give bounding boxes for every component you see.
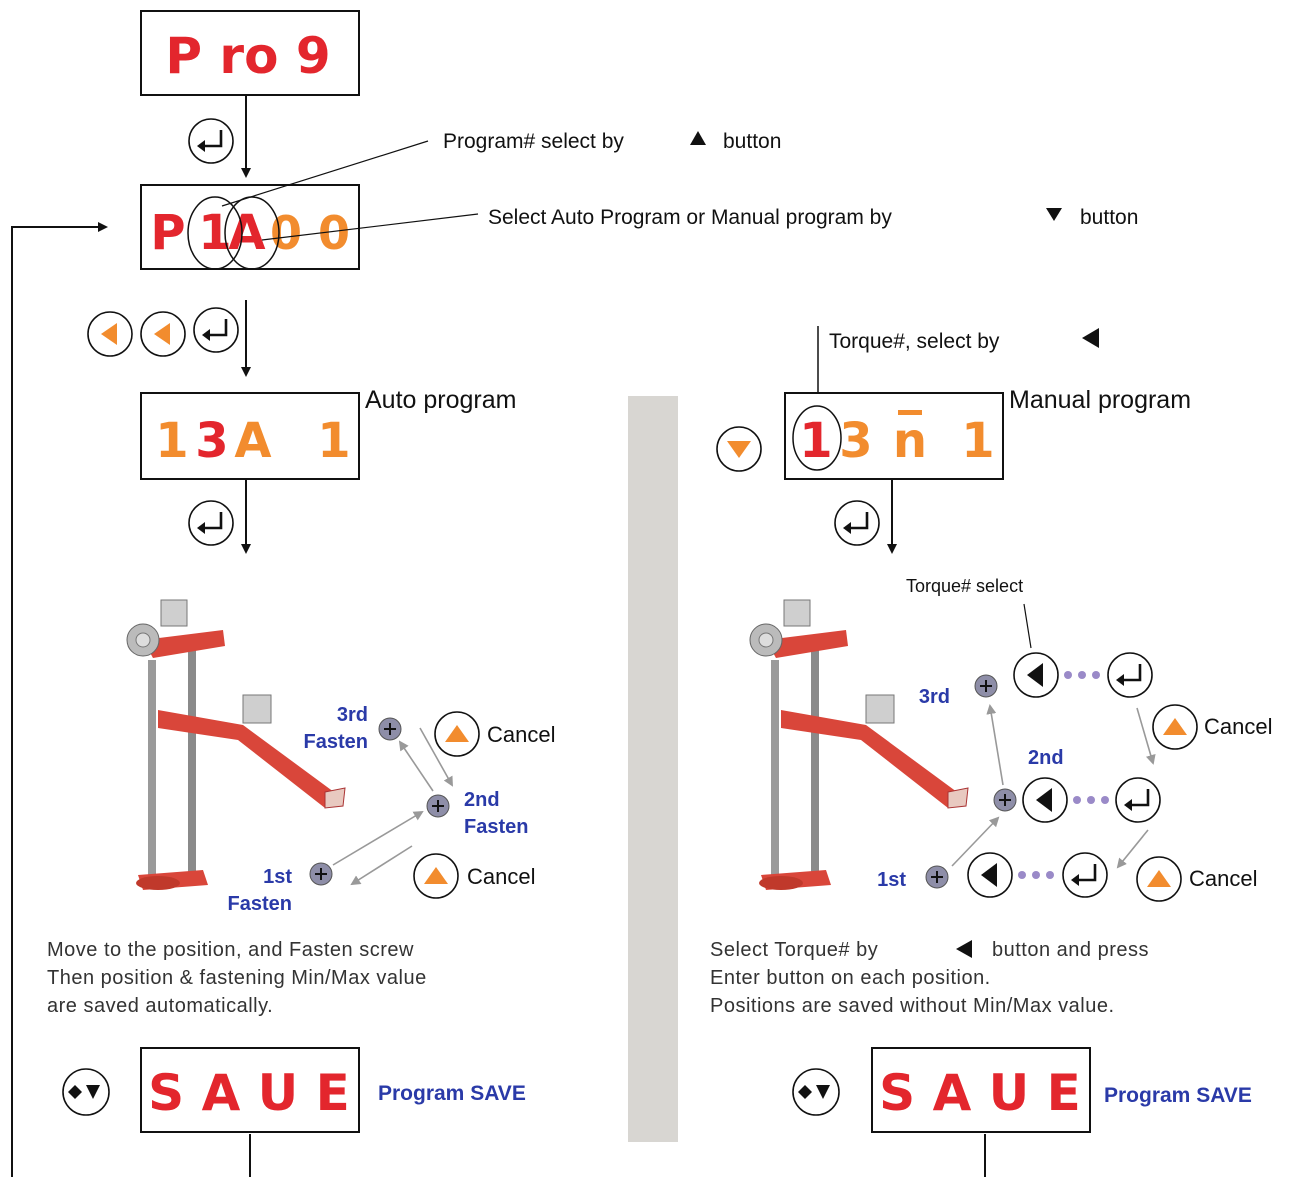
enter-icon[interactable] — [192, 306, 240, 354]
left-arrow-icon[interactable] — [967, 852, 1013, 898]
plus-icon — [925, 865, 949, 889]
display-program-number: 1 — [198, 205, 231, 261]
svg-text:1: 1 — [961, 413, 994, 469]
svg-text:button: button — [1080, 206, 1138, 229]
enter-icon[interactable] — [1106, 651, 1154, 699]
up-arrow-icon[interactable] — [434, 711, 480, 757]
cancel-label: Cancel — [1204, 714, 1272, 739]
cancel-label: Cancel — [467, 864, 535, 889]
svg-text:Move to the position, and Fast: Move to the position, and Fasten screw T… — [47, 939, 433, 1017]
svg-text:1: 1 — [155, 413, 188, 469]
svg-text:Fasten: Fasten — [228, 893, 292, 915]
left-arrow-icon[interactable] — [1022, 777, 1068, 823]
up-arrow-icon[interactable] — [413, 853, 459, 899]
svg-text:2nd: 2nd — [464, 789, 500, 811]
auto-program-label: Auto program — [365, 386, 516, 414]
torque-select-by-label: Torque#, select by — [829, 330, 1000, 353]
program-select-label: Program# select by — [443, 130, 624, 153]
svg-text:3: 3 — [195, 413, 228, 469]
up-arrow-icon[interactable] — [1136, 856, 1182, 902]
cancel-label: Cancel — [487, 722, 555, 747]
mode-select-label: Select Auto Program or Manual program by — [488, 206, 892, 229]
enter-icon[interactable] — [1061, 851, 1109, 899]
plus-icon — [993, 788, 1017, 812]
up-down-icon[interactable] — [62, 1068, 110, 1116]
svg-text:button: button — [723, 130, 781, 153]
svg-text:2nd: 2nd — [1028, 747, 1064, 769]
plus-icon — [426, 794, 450, 818]
plus-icon — [309, 862, 333, 886]
svg-text:3: 3 — [839, 413, 872, 469]
up-black-icon — [690, 131, 706, 145]
enter-icon[interactable] — [187, 117, 235, 165]
cancel-label: Cancel — [1189, 866, 1257, 891]
display-mode-char: A — [228, 205, 265, 261]
svg-text:1st: 1st — [263, 866, 292, 888]
display-save-right — [871, 1047, 1091, 1133]
enter-icon[interactable] — [187, 499, 235, 547]
display-p-char: P — [150, 205, 185, 261]
svg-text:Select Torque# by: Select Torque# by — [710, 939, 878, 961]
plus-icon — [378, 717, 402, 741]
svg-text:1: 1 — [799, 413, 832, 469]
left-arrow-icon[interactable] — [1013, 652, 1059, 698]
svg-text:S A U E: S A U E — [148, 1064, 350, 1122]
svg-text:3rd: 3rd — [337, 704, 368, 726]
display-save-left — [140, 1047, 360, 1133]
left-arrow-icon[interactable] — [140, 311, 186, 357]
svg-text:Fasten: Fasten — [304, 731, 368, 753]
svg-text:n: n — [893, 413, 927, 469]
program-save-label: Program SAVE — [378, 1082, 526, 1105]
left-black-icon — [956, 940, 972, 958]
svg-text:S A U E: S A U E — [879, 1064, 1081, 1122]
torque-select-label: Torque# select — [906, 576, 1023, 596]
display-auto — [140, 392, 360, 480]
display-prog-text: P ro 9 — [165, 27, 330, 85]
down-arrow-icon[interactable] — [716, 426, 762, 472]
enter-icon[interactable] — [1114, 776, 1162, 824]
svg-text:Fasten: Fasten — [464, 816, 528, 838]
program-save-label: Program SAVE — [1104, 1084, 1252, 1107]
down-black-icon — [1046, 208, 1062, 221]
svg-text:1: 1 — [317, 413, 350, 469]
svg-text:3rd: 3rd — [919, 686, 950, 708]
display-p1a00 — [140, 184, 360, 270]
display-manual — [784, 392, 1004, 480]
svg-text:Enter button on each position.: Enter button on each position. — [710, 967, 991, 989]
display-zeros: 0 0 — [270, 206, 350, 260]
plus-icon — [974, 674, 998, 698]
left-arrow-icon[interactable] — [87, 311, 133, 357]
manual-program-label: Manual program — [1009, 386, 1191, 414]
torque-arm-icon — [749, 599, 969, 891]
up-arrow-icon[interactable] — [1152, 704, 1198, 750]
svg-text:Positions are saved without Mi: Positions are saved without Min/Max valu… — [710, 995, 1115, 1017]
left-black-icon — [1082, 328, 1099, 348]
column-divider — [628, 396, 678, 1142]
display-prog — [140, 10, 360, 96]
enter-icon[interactable] — [833, 499, 881, 547]
svg-text:button and press: button and press — [992, 939, 1149, 961]
up-down-icon[interactable] — [792, 1068, 840, 1116]
svg-text:A: A — [234, 413, 271, 469]
svg-text:1st: 1st — [877, 869, 906, 891]
